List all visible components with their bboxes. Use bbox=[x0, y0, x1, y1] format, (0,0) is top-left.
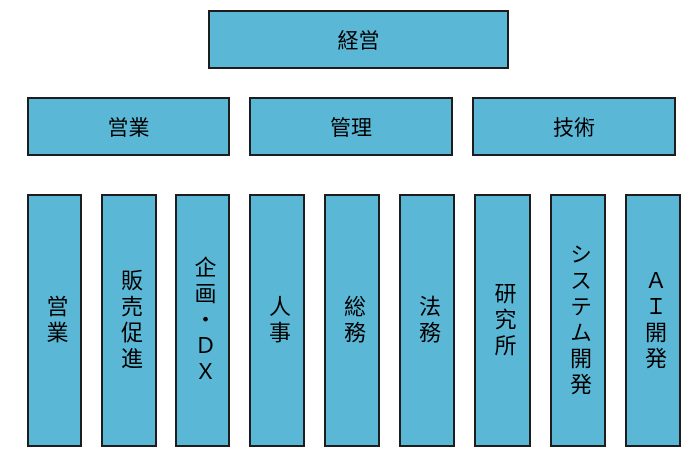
node-dept-system-dev: システム開発 bbox=[550, 194, 606, 447]
node-dept-sales-promotion: 販売促進 bbox=[101, 194, 157, 447]
node-dept-ai-dev-label: ＡＩ開発 bbox=[641, 268, 666, 373]
node-dept-legal-label: 法務 bbox=[415, 294, 440, 347]
node-division-admin-label: 管理 bbox=[330, 115, 372, 140]
node-dept-general-affairs-label: 総務 bbox=[340, 294, 365, 347]
node-dept-planning-dx: 企画・ＤＸ bbox=[175, 194, 230, 447]
node-dept-sales: 営業 bbox=[27, 194, 82, 447]
node-management-label: 経営 bbox=[337, 28, 380, 53]
node-dept-hr-label: 人事 bbox=[265, 294, 290, 347]
node-dept-legal: 法務 bbox=[399, 194, 455, 447]
node-dept-ai-dev: ＡＩ開発 bbox=[625, 194, 681, 447]
node-dept-planning-dx-label: 企画・ＤＸ bbox=[190, 255, 216, 386]
node-dept-research-lab-label: 研究所 bbox=[490, 281, 516, 360]
node-dept-system-dev-label: システム開発 bbox=[566, 242, 591, 399]
node-dept-sales-promotion-label: 販売促進 bbox=[117, 268, 142, 373]
node-dept-sales-label: 営業 bbox=[42, 294, 68, 347]
node-division-sales-label: 営業 bbox=[107, 115, 150, 140]
node-dept-hr: 人事 bbox=[249, 194, 305, 447]
node-division-sales: 営業 bbox=[27, 97, 230, 156]
node-division-tech: 技術 bbox=[472, 97, 676, 156]
node-dept-general-affairs: 総務 bbox=[324, 194, 380, 447]
node-division-admin: 管理 bbox=[249, 97, 453, 156]
node-dept-research-lab: 研究所 bbox=[474, 194, 531, 447]
node-division-tech-label: 技術 bbox=[553, 115, 595, 140]
node-management: 経営 bbox=[208, 10, 509, 69]
